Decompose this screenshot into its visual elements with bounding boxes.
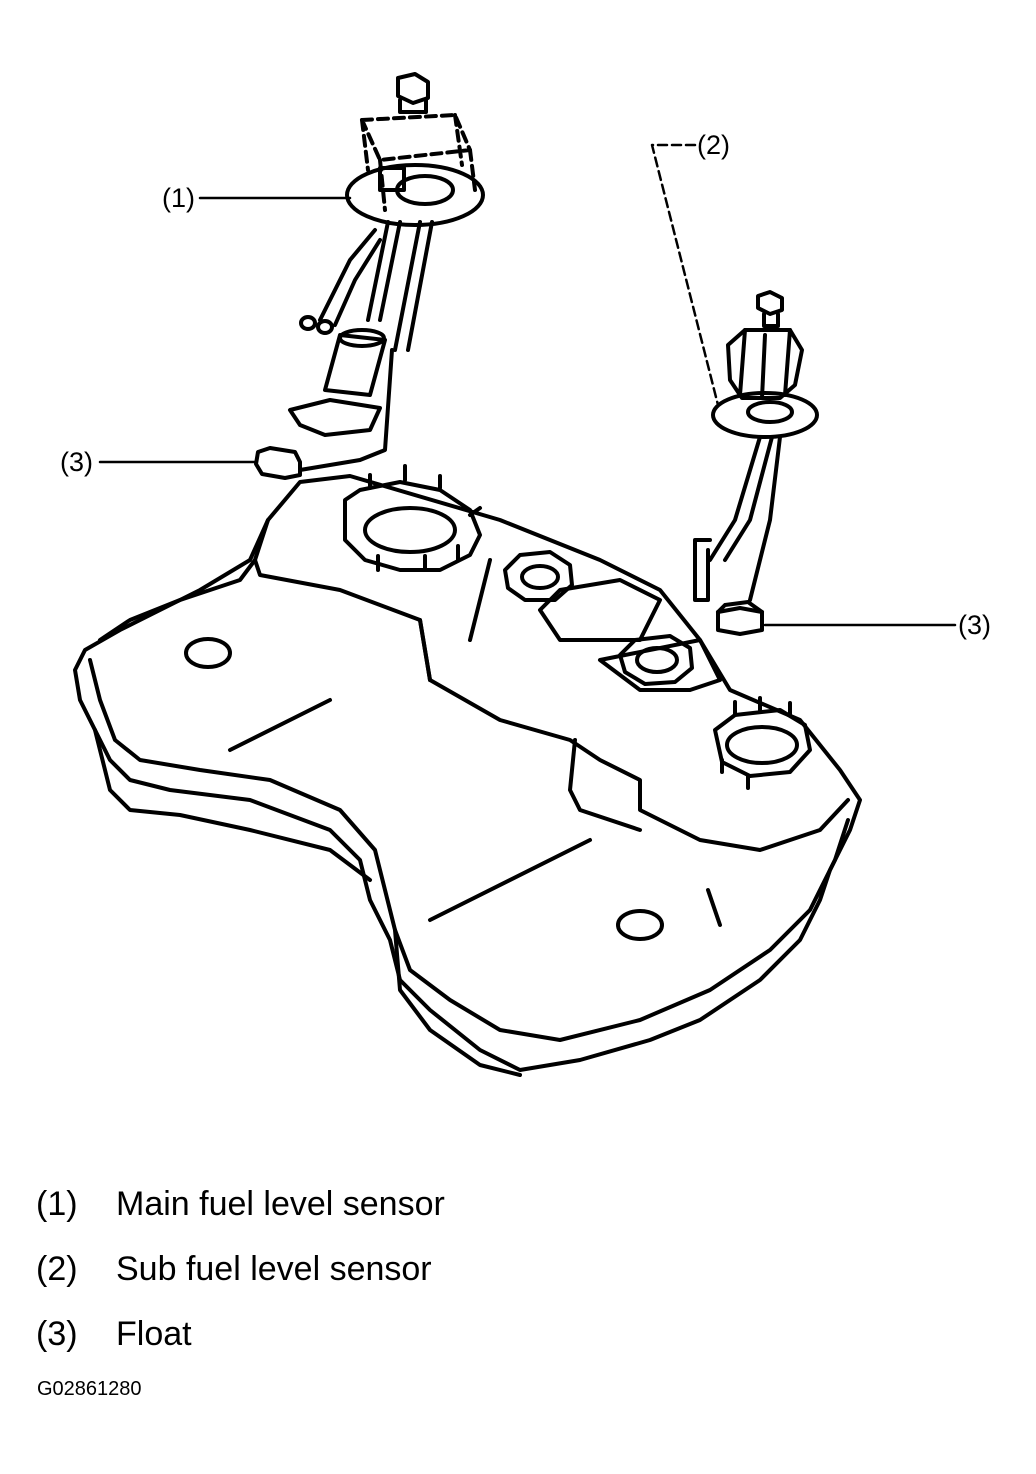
legend-text: Float [116,1315,192,1353]
legend-item-2: (2) Sub fuel level sensor [36,1250,432,1289]
callout-main-sensor: (1) [162,183,195,213]
leader-line-2 [650,143,720,407]
middle-port [503,550,574,602]
figure-id: G02861280 [37,1378,142,1400]
legend-number: (2) [36,1250,78,1288]
float-main [254,446,302,480]
legend-number: (3) [36,1315,78,1353]
tank-drain-hole-right [616,909,664,941]
legend-text: Sub fuel level sensor [116,1250,432,1288]
callout-float-right: (3) [958,610,991,640]
tank-drain-hole-left [184,637,232,669]
right-port [618,634,694,686]
callout-float-left: (3) [60,447,93,477]
legend-number: (1) [36,1185,78,1223]
fuel-tank-body [73,474,862,1077]
legend-item-3: (3) Float [36,1315,192,1354]
main-fuel-level-sensor [288,72,485,472]
legend-text: Main fuel level sensor [116,1185,445,1223]
sub-fuel-level-sensor [693,290,819,602]
callout-sub-sensor: (2) [697,130,730,160]
main-sensor-port [343,464,482,572]
legend-item-1: (1) Main fuel level sensor [36,1185,445,1224]
float-sub [716,600,764,636]
sub-sensor-port [713,696,812,790]
